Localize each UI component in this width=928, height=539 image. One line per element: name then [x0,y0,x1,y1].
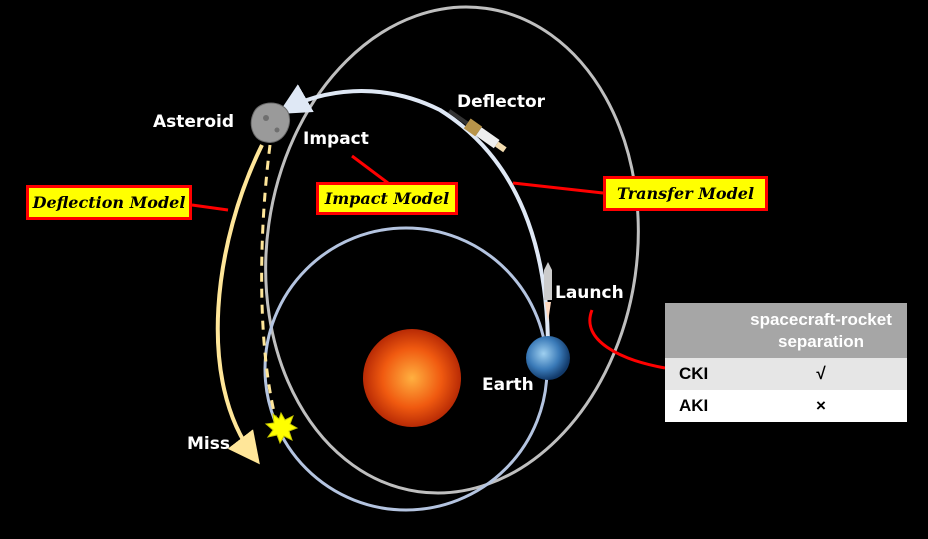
earth-label: Earth [482,375,534,395]
table-header-separation: spacecraft-rocket separation [735,303,907,358]
row-name: CKI [665,358,735,390]
impact-connector [351,154,389,185]
impact-explosion-icon [264,411,299,445]
deflected-path [215,144,264,465]
asteroid-orbit [264,5,640,495]
row-value: × [735,390,907,422]
impact-model-box: Impact Model [316,182,458,215]
table-header-empty [665,303,735,358]
row-name: AKI [665,390,735,422]
deflection-connector [191,203,229,212]
table-row: CKI√ [665,358,907,390]
launch-label: Launch [555,283,624,303]
row-value: √ [735,358,907,390]
deflection-model-box: Deflection Model [26,185,192,220]
transfer-trajectory [278,84,550,351]
rocket-icon [544,262,552,322]
original-path [260,144,278,421]
earth-image [526,336,570,380]
miss-label: Miss [187,434,230,454]
sun-image [363,329,461,427]
asteroid-label: Asteroid [153,112,234,132]
table-row: AKI× [665,390,907,422]
impact-label: Impact [303,129,369,149]
transfer-connector [512,181,604,195]
separation-table: spacecraft-rocket separation CKI√ AKI× [665,303,907,422]
transfer-model-box: Transfer Model [603,176,768,211]
deflector-label: Deflector [457,92,546,112]
deflector-spacecraft-icon [448,109,507,153]
launch-connector [588,309,666,370]
asteroid-image [250,102,290,143]
